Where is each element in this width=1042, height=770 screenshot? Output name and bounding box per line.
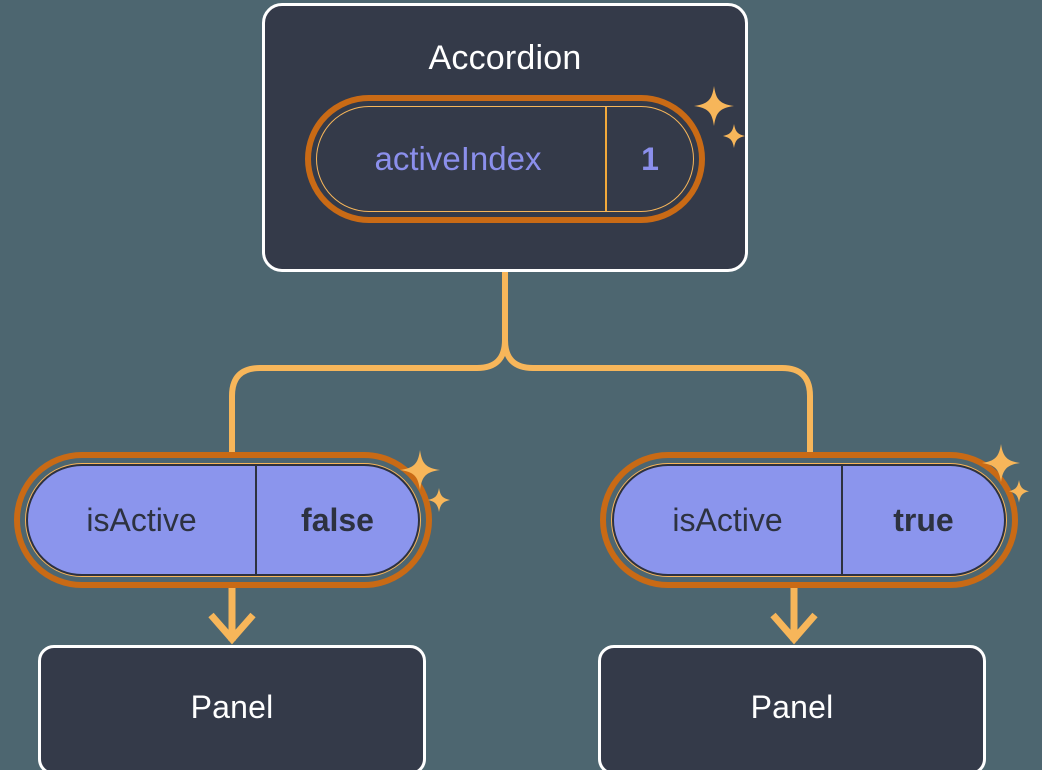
arrow-down-icon-left bbox=[208, 612, 256, 645]
prop-badge-isactive-true[interactable]: isActive true bbox=[600, 452, 1018, 588]
prop-badge-value: 1 bbox=[641, 140, 659, 177]
prop-badge-body: isActive true bbox=[612, 464, 1006, 576]
arrow-down-icon-right bbox=[770, 612, 818, 645]
component-card-panel-left[interactable]: Panel bbox=[38, 645, 426, 770]
component-card-panel-right[interactable]: Panel bbox=[598, 645, 986, 770]
prop-badge-key: activeIndex bbox=[317, 107, 607, 211]
component-title-accordion: Accordion bbox=[428, 39, 582, 77]
prop-badge-activeindex[interactable]: activeIndex 1 bbox=[305, 95, 705, 223]
component-title-panel-right: Panel bbox=[750, 689, 834, 725]
prop-badge-isactive-false[interactable]: isActive false bbox=[14, 452, 432, 588]
prop-badge-body: activeIndex 1 bbox=[317, 107, 693, 211]
prop-badge-key: isActive bbox=[28, 466, 257, 574]
prop-badge-key: isActive bbox=[614, 466, 843, 574]
component-title-panel-left: Panel bbox=[190, 689, 274, 725]
connector-branch-right bbox=[502, 337, 813, 455]
prop-badge-body: isActive false bbox=[26, 464, 420, 576]
connector-branch-left bbox=[229, 337, 508, 455]
prop-badge-value: false bbox=[301, 501, 374, 538]
prop-badge-value: true bbox=[893, 501, 954, 538]
